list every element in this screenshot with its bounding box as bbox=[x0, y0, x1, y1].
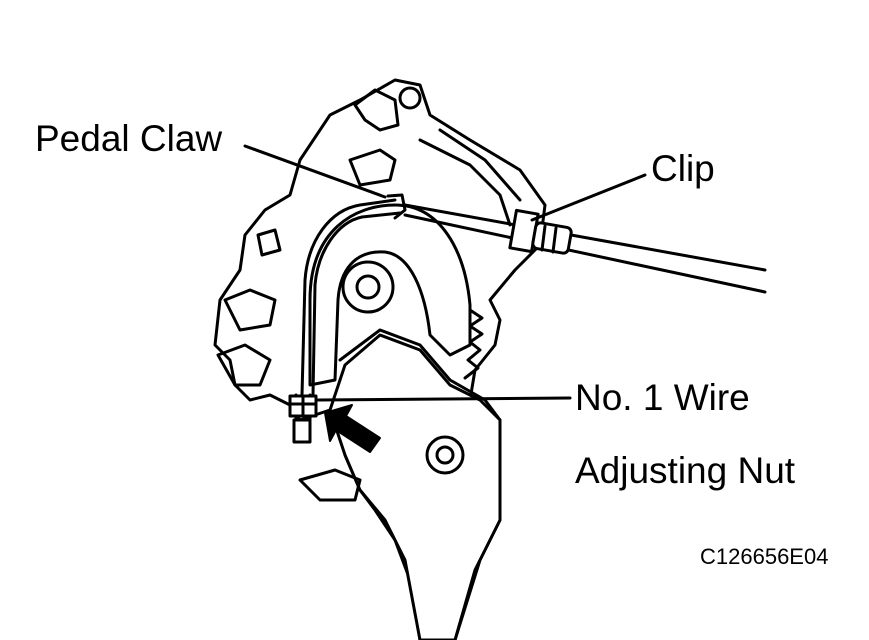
ratchet-teeth bbox=[463, 308, 484, 380]
bracket-lower-lobe bbox=[216, 288, 277, 387]
label-no1-wire: No. 1 Wire bbox=[575, 377, 750, 418]
bracket-left-slot bbox=[256, 228, 282, 257]
pedal-foot-tab bbox=[298, 468, 362, 502]
pedal-lower-pivot-outer bbox=[425, 435, 465, 475]
no1-wire-inner bbox=[311, 211, 402, 397]
leader-no1-wire bbox=[316, 396, 572, 402]
adjusting-rod-end bbox=[292, 418, 312, 444]
label-adjusting-nut: Adjusting Nut bbox=[575, 450, 796, 491]
bracket-tab-mid bbox=[348, 148, 397, 187]
adjusting-nut-hex bbox=[288, 394, 318, 418]
pedal-pivot-inner bbox=[355, 274, 381, 300]
bracket-bolt-top bbox=[398, 86, 422, 110]
leader-pedal-claw bbox=[243, 144, 387, 199]
no1-wire-outer bbox=[300, 198, 397, 397]
pedal-arm-fill bbox=[328, 333, 502, 640]
adjusting-nut-arrow bbox=[324, 404, 381, 453]
bracket-tab-top bbox=[353, 88, 400, 132]
leader-clip bbox=[530, 173, 647, 222]
pedal-pivot-outer bbox=[341, 260, 395, 314]
pedal-claw-hook bbox=[386, 193, 407, 220]
pedal-lower-pivot-inner bbox=[435, 445, 455, 465]
cable-lower bbox=[403, 213, 767, 294]
cable-upper bbox=[403, 203, 767, 272]
bracket-rib bbox=[418, 128, 522, 227]
label-pedal-claw: Pedal Claw bbox=[35, 118, 223, 159]
cable-fitting-ribs bbox=[540, 224, 558, 254]
figure-code: C126656E04 bbox=[700, 544, 829, 569]
label-clip: Clip bbox=[651, 148, 715, 189]
